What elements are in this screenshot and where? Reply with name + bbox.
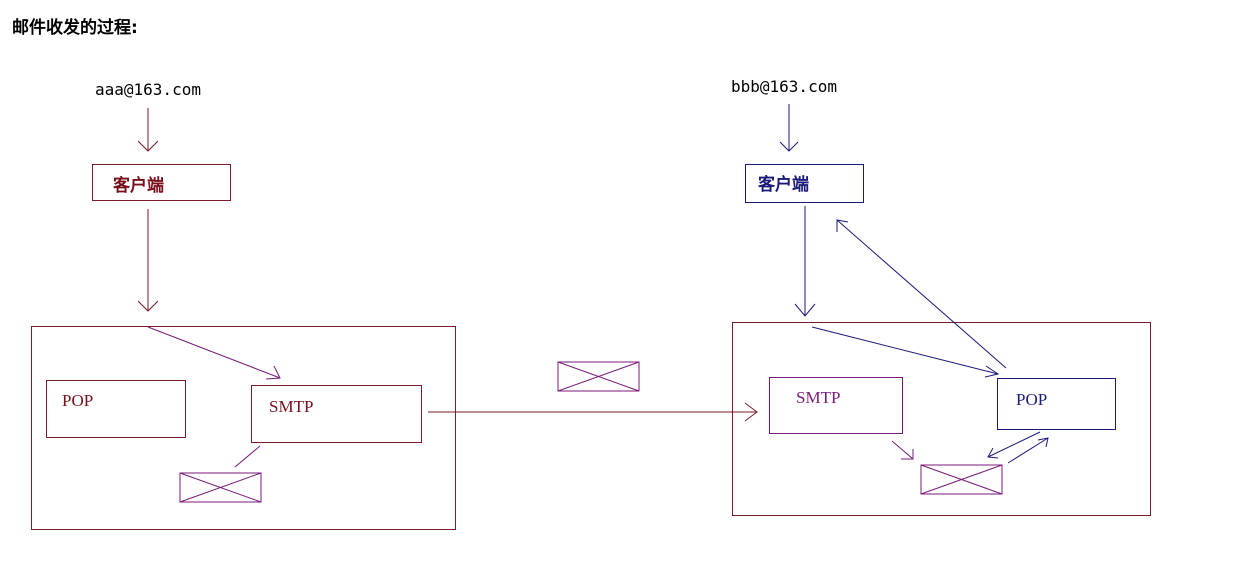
receiver-mail-server — [732, 322, 1151, 516]
sender-email: aaa@163.com — [95, 80, 201, 99]
sender-smtp-label: SMTP — [269, 397, 314, 416]
sender-smtp-box: SMTP — [251, 385, 422, 443]
arrow-sender-to-smtp — [147, 326, 281, 380]
receiver-pop-box: POP — [997, 378, 1116, 430]
arrow-pop-to-mailbox — [987, 431, 1041, 459]
arrow-sender-client-to-server — [137, 209, 159, 312]
arrow-pop-to-client — [836, 219, 1007, 369]
arrow-receiver-client-to-server — [794, 206, 816, 317]
arrow-smtp-to-smtp — [428, 402, 758, 422]
receiver-pop-label: POP — [1016, 390, 1048, 409]
arrow-receiver-email-to-client — [779, 104, 799, 152]
line-smtp-to-envelope — [234, 445, 261, 468]
receiver-client-box: 客户端 — [745, 164, 864, 203]
receiver-email: bbb@163.com — [731, 77, 837, 96]
diagram-title: 邮件收发的过程: — [12, 18, 138, 38]
receiver-client-label: 客户端 — [758, 175, 809, 195]
arrow-sender-email-to-client — [137, 108, 159, 152]
arrow-smtp-to-mailbox — [891, 440, 914, 460]
sender-client-label: 客户端 — [113, 176, 164, 196]
receiver-smtp-box: SMTP — [769, 377, 903, 434]
arrow-receiver-to-pop — [811, 326, 1000, 378]
envelope-icon-sender — [179, 472, 262, 503]
sender-pop-box: POP — [46, 380, 186, 438]
sender-pop-label: POP — [62, 391, 94, 410]
receiver-smtp-label: SMTP — [796, 388, 841, 407]
arrow-mailbox-to-pop — [1007, 437, 1049, 464]
sender-client-box: 客户端 — [92, 164, 231, 201]
sender-mail-server — [31, 326, 456, 530]
envelope-icon-receiver — [920, 464, 1003, 495]
envelope-icon-transit — [557, 361, 640, 392]
